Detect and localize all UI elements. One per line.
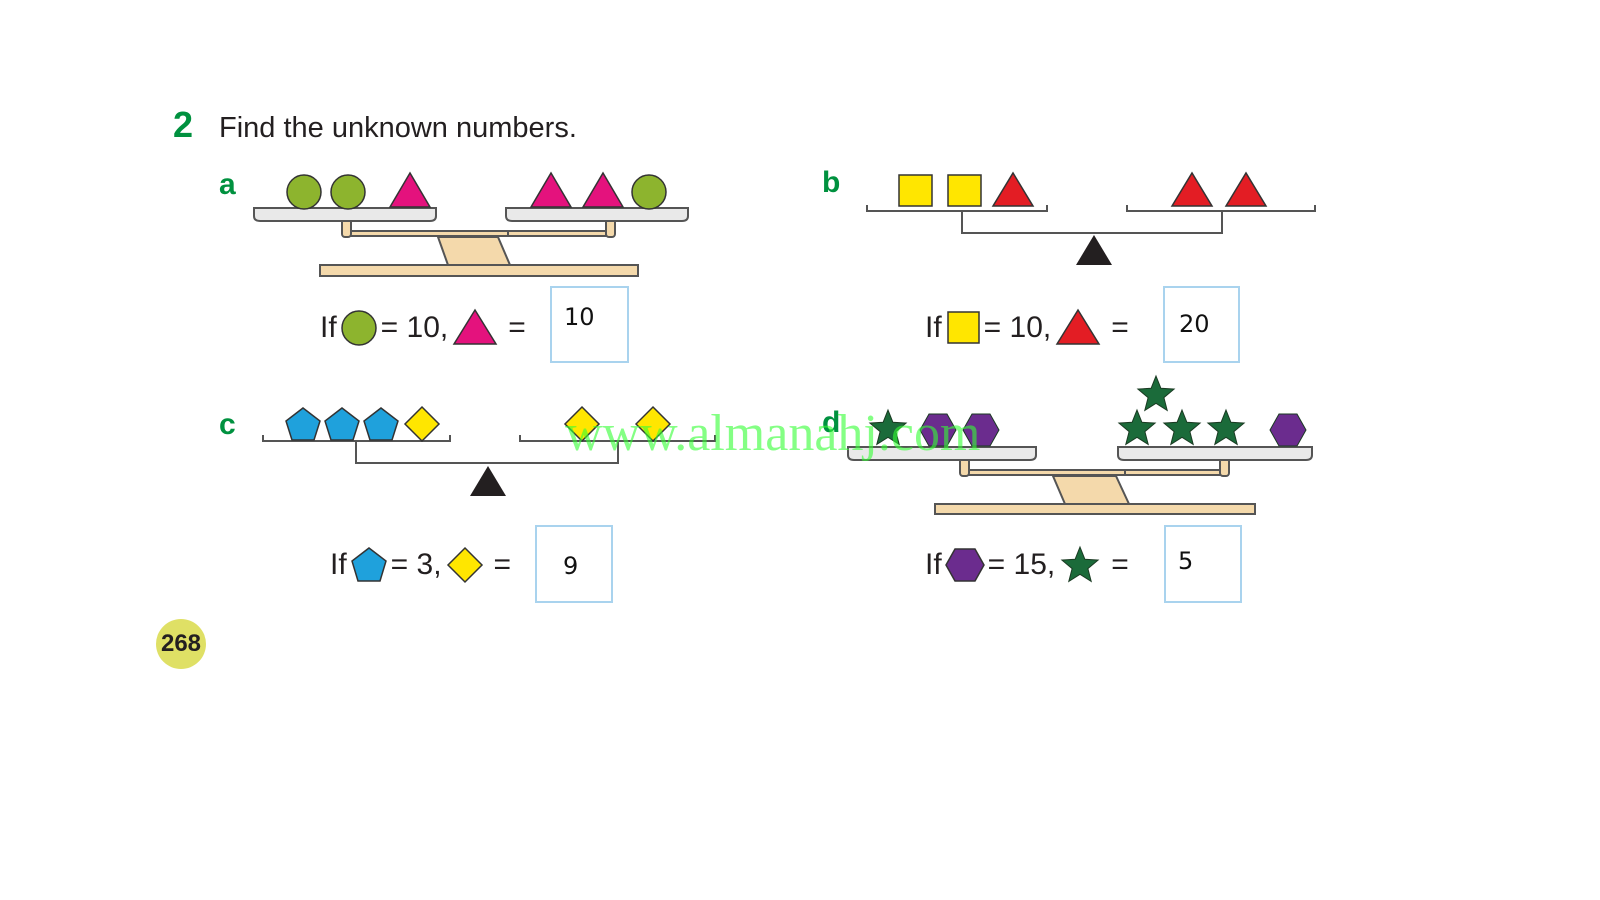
pan-balance: [253, 207, 689, 277]
equation-a: If = 10, =: [320, 308, 526, 348]
yellow-square-icon: [898, 174, 933, 207]
answer-value: 9: [563, 552, 579, 580]
given-value: = 10,: [983, 311, 1052, 344]
green-circle-icon: [286, 174, 322, 210]
if-word: If: [925, 548, 942, 581]
equals-sign: =: [508, 311, 526, 344]
part-d-label: d: [822, 406, 841, 439]
green-circle-icon: [340, 310, 377, 346]
pan-balance: [847, 446, 1313, 515]
purple-hexagon-icon: [944, 548, 985, 582]
green-circle-icon: [631, 174, 667, 210]
blue-pentagon-icon: [285, 407, 321, 441]
green-star-icon: [868, 408, 908, 446]
equals-sign: =: [1111, 548, 1129, 581]
balance-scale-d: [847, 374, 1313, 515]
green-star-icon: [1206, 408, 1246, 446]
if-word: If: [320, 311, 337, 344]
pink-triangle-icon: [452, 308, 498, 345]
seesaw-c: [262, 405, 716, 496]
part-a-label: a: [219, 168, 236, 201]
pink-triangle-icon: [388, 171, 432, 208]
fulcrum-triangle-icon: [1076, 235, 1112, 265]
equation-b: If = 10, =: [925, 308, 1129, 348]
blue-pentagon-icon: [350, 547, 387, 582]
purple-hexagon-icon: [919, 413, 957, 447]
balance-scale-a: [253, 171, 689, 277]
part-b-label: b: [822, 166, 841, 199]
seesaw: [262, 435, 716, 464]
answer-value: 5: [1178, 547, 1194, 575]
question-instruction: Find the unknown numbers.: [219, 112, 577, 144]
answer-box-d[interactable]: 5: [1164, 525, 1242, 603]
equation-c: If = 3, =: [330, 545, 511, 585]
purple-hexagon-icon: [962, 413, 1000, 447]
page-number-badge: 268: [156, 619, 206, 669]
yellow-diamond-icon: [634, 405, 672, 443]
yellow-square-icon: [946, 311, 980, 344]
red-triangle-icon: [1170, 171, 1214, 207]
seesaw: [866, 205, 1316, 234]
green-star-icon: [1136, 374, 1176, 412]
green-circle-icon: [330, 174, 366, 210]
part-c-label: c: [219, 408, 236, 441]
yellow-square-icon: [947, 174, 982, 207]
yellow-diamond-icon: [446, 546, 483, 584]
yellow-diamond-icon: [403, 405, 441, 443]
equation-d: If = 15, =: [925, 545, 1129, 585]
answer-box-c[interactable]: 9: [535, 525, 613, 603]
answer-box-b[interactable]: 20: [1163, 286, 1240, 363]
pink-triangle-icon: [529, 171, 573, 208]
given-value: = 3,: [390, 548, 442, 581]
red-triangle-icon: [1224, 171, 1268, 207]
answer-box-a[interactable]: 10: [550, 286, 629, 363]
green-star-icon: [1162, 408, 1202, 446]
given-value: = 10,: [380, 311, 449, 344]
equals-sign: =: [1111, 311, 1129, 344]
green-star-icon: [1117, 408, 1157, 446]
pink-triangle-icon: [581, 171, 625, 208]
if-word: If: [925, 311, 942, 344]
question-number: 2: [173, 104, 194, 145]
if-word: If: [330, 548, 347, 581]
blue-pentagon-icon: [363, 407, 399, 441]
fulcrum-triangle-icon: [470, 466, 506, 496]
answer-value: 10: [564, 303, 595, 331]
answer-value: 20: [1179, 310, 1210, 338]
yellow-diamond-icon: [563, 405, 601, 443]
red-triangle-icon: [1055, 308, 1101, 345]
blue-pentagon-icon: [324, 407, 360, 441]
equals-sign: =: [493, 548, 512, 581]
given-value: = 15,: [987, 548, 1056, 581]
red-triangle-icon: [991, 171, 1035, 207]
purple-hexagon-icon: [1269, 413, 1307, 447]
green-star-icon: [1060, 545, 1100, 583]
seesaw-b: [866, 171, 1316, 265]
